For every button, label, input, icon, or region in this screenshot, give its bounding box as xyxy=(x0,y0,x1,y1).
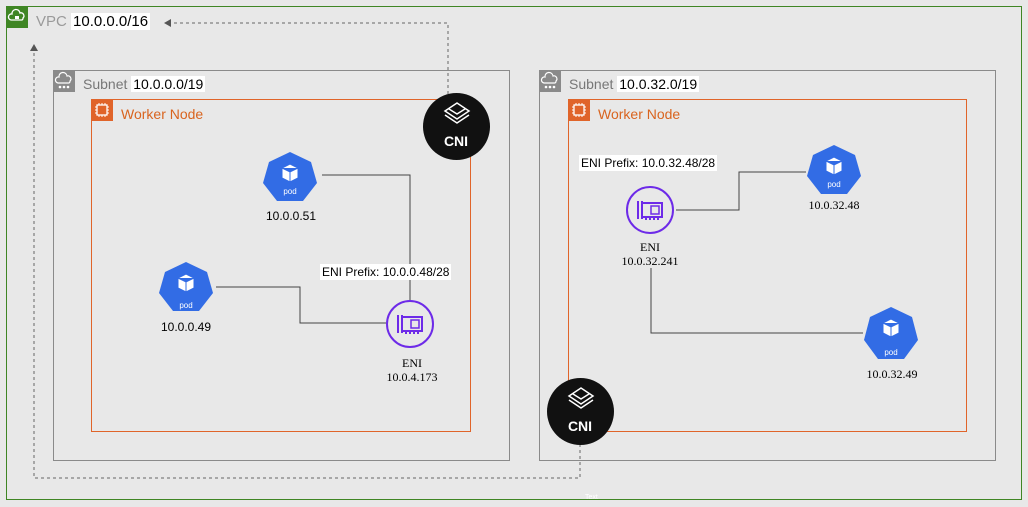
kubernetes-pod-icon: pod xyxy=(259,150,321,204)
subnet-cloud-icon xyxy=(539,70,561,92)
link-eni-pod-3248 xyxy=(676,171,806,211)
subnet-box-2 xyxy=(539,70,996,461)
subnet-label-1: Subnet 10.0.0.0/19 xyxy=(83,76,206,92)
vpc-label: VPC 10.0.0.0/16 xyxy=(36,13,151,30)
eni-prefix-title: ENI Prefix: xyxy=(322,265,380,279)
cni-label: CNI xyxy=(567,418,593,434)
pod-ip-label: 10.0.32.48 xyxy=(808,198,860,212)
link-pod-51-eni xyxy=(322,174,411,302)
eni-ip: 10.0.4.173 xyxy=(386,370,438,384)
ec2-chip-icon xyxy=(91,99,113,121)
cni-plugin-icon[interactable]: CNI xyxy=(423,93,490,160)
footer-text: Text xyxy=(585,494,598,501)
eni-card-icon xyxy=(625,185,675,235)
eni-ip: 10.0.32.241 xyxy=(621,254,679,268)
vpc-cidr: 10.0.0.0/16 xyxy=(71,13,151,30)
cni-label: CNI xyxy=(443,133,469,149)
pod-ip-label: 10.0.0.49 xyxy=(160,320,212,334)
vpc-cloud-icon xyxy=(6,6,28,28)
worker-node-label-2: Worker Node xyxy=(598,106,681,122)
eni-label-2: ENI 10.0.32.241 xyxy=(600,240,700,268)
svg-text:pod: pod xyxy=(179,301,192,310)
vpc-boundary xyxy=(6,6,1022,500)
ec2-chip-icon xyxy=(568,99,590,121)
eni-prefix-value: 10.0.32.48/28 xyxy=(641,156,716,170)
svg-text:pod: pod xyxy=(283,187,296,196)
eni-prefix-value: 10.0.0.48/28 xyxy=(382,265,450,279)
link-eni-pod-3249 xyxy=(650,268,863,334)
link-pod-49-eni xyxy=(216,286,386,324)
kubernetes-pod-icon: pod xyxy=(803,143,865,197)
eni-title: ENI xyxy=(402,356,422,370)
eni-prefix-label: ENI Prefix: 10.0.32.48/28 xyxy=(579,155,718,171)
pod-ip-label: 10.0.0.51 xyxy=(265,209,317,223)
eni-label-1: ENI 10.0.4.173 xyxy=(362,356,462,384)
subnet-title: Subnet xyxy=(569,76,614,92)
kubernetes-pod-icon: pod xyxy=(860,305,922,363)
svg-text:pod: pod xyxy=(827,180,840,189)
cni-to-vpc-dashed xyxy=(164,19,449,94)
eni-prefix-label: ENI Prefix: 10.0.0.48/28 xyxy=(320,264,452,280)
kubernetes-pod-icon: pod xyxy=(155,260,217,314)
pod-ip-label: 10.0.32.49 xyxy=(866,367,918,381)
vpc-title: VPC xyxy=(36,13,67,30)
subnet-title: Subnet xyxy=(83,76,128,92)
subnet-cidr: 10.0.0.0/19 xyxy=(131,76,206,92)
worker-node-label-1: Worker Node xyxy=(121,106,204,122)
svg-text:pod: pod xyxy=(884,348,897,357)
subnet-cloud-icon xyxy=(53,70,75,92)
subnet-cidr: 10.0.32.0/19 xyxy=(617,76,700,92)
worker-node-box-1 xyxy=(91,99,471,432)
worker-node-box-2 xyxy=(568,99,967,432)
subnet-box-1 xyxy=(53,70,510,461)
cni-plugin-icon[interactable]: CNI xyxy=(547,378,614,445)
subnet-label-2: Subnet 10.0.32.0/19 xyxy=(569,76,700,92)
eni-title: ENI xyxy=(640,240,660,254)
cni2-to-vpc-dashed xyxy=(30,44,581,479)
eni-card-icon xyxy=(385,299,435,349)
eni-prefix-title: ENI Prefix: xyxy=(581,156,639,170)
